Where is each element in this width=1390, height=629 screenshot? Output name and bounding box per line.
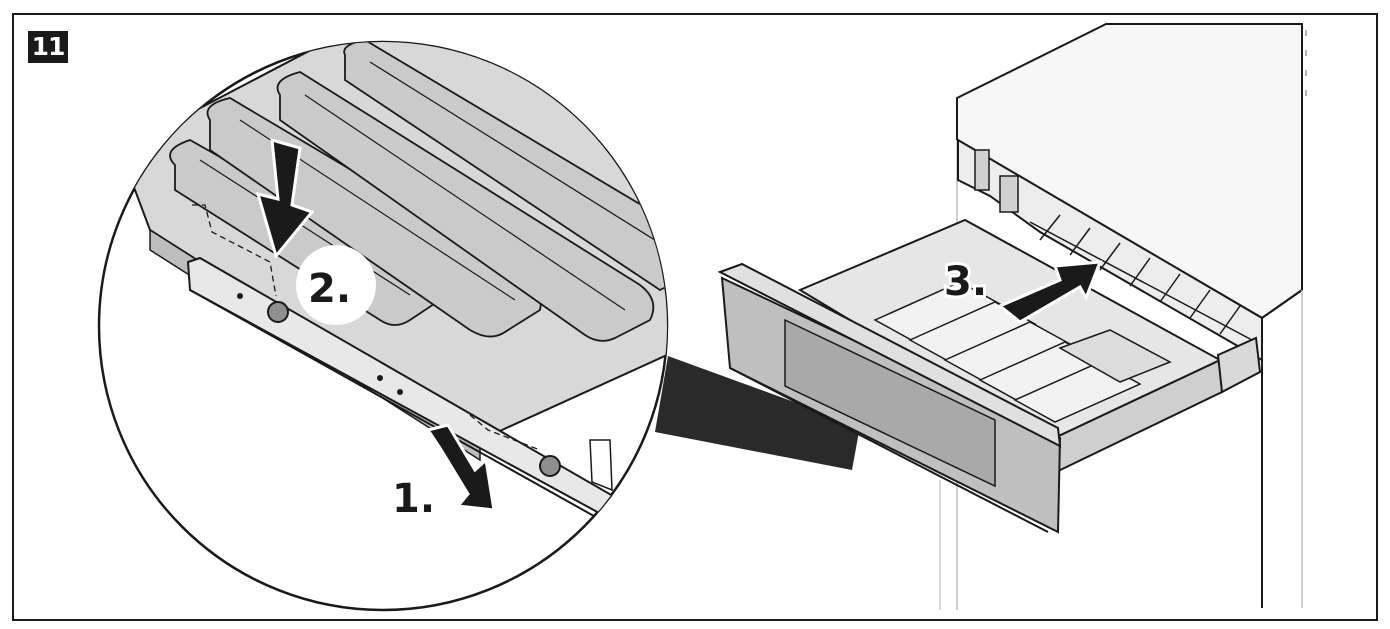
- drawer: [717, 218, 1262, 534]
- zoom-callout: [97, 40, 669, 612]
- arrow-down-right-icon: [425, 423, 496, 512]
- step-number-badge: 11: [28, 31, 68, 63]
- callout-wedge: [655, 356, 860, 470]
- arrow-up-right-icon: [997, 260, 1103, 324]
- step-2-label: 2.: [308, 266, 351, 312]
- drawer-ribs: [873, 281, 1172, 423]
- step-3-label: 3.: [944, 259, 987, 305]
- figure-frame: [12, 13, 1378, 621]
- step-1-label: 1.: [392, 476, 435, 522]
- arrow-down-icon: [255, 137, 315, 260]
- step-2-label-backdrop: [296, 245, 376, 325]
- cabinet-inner-slats: [974, 149, 1253, 341]
